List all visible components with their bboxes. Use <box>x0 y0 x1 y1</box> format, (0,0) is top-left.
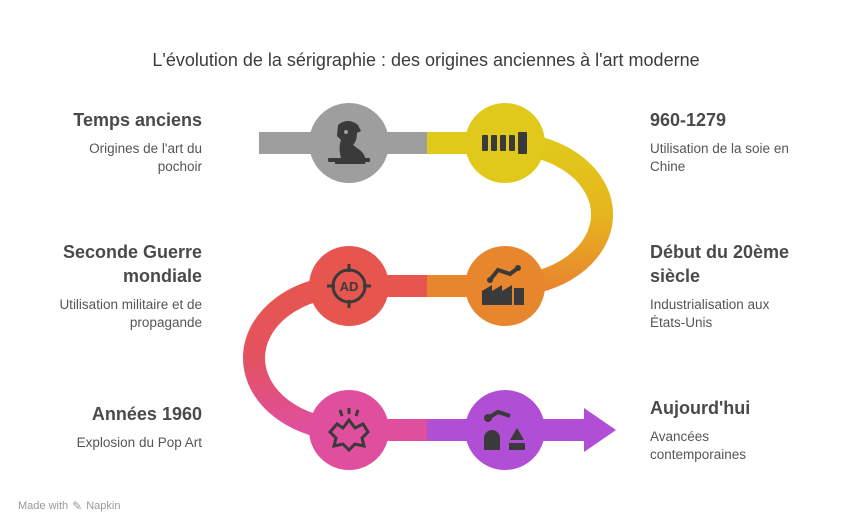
stage-heading: Temps anciens <box>73 110 202 130</box>
pop-explosion-icon <box>327 408 370 453</box>
stage-label-war: Seconde Guerre mondiale Utilisation mili… <box>2 240 202 332</box>
stage-label-silk: 960-1279 Utilisation de la soie en Chine <box>650 108 850 176</box>
made-with-text: Made with <box>18 500 69 512</box>
stage-circle-industrial <box>465 246 545 326</box>
silk-roll-icon <box>482 132 527 154</box>
stage-heading: Aujourd'hui <box>650 398 751 418</box>
stage-label-industrial: Début du 20ème siècle Industrialisation … <box>650 240 850 332</box>
robot-arm-shapes-icon <box>484 409 525 450</box>
stage-circle-war <box>309 246 389 326</box>
page-title: L'évolution de la sérigraphie : des orig… <box>152 50 700 70</box>
svg-text:AD: AD <box>340 279 359 294</box>
ancient-sphinx-icon <box>328 121 370 164</box>
stage-description: Avancées contemporaines <box>650 429 747 462</box>
path-arrowhead <box>584 408 616 452</box>
stage-description: Origines de l'art du pochoir <box>89 141 202 174</box>
stage-description: Utilisation de la soie en Chine <box>650 141 789 174</box>
factory-robot-arm-icon <box>482 265 524 305</box>
stage-heading: Années 1960 <box>91 404 202 424</box>
stage-description: Utilisation militaire et de propagande <box>59 297 202 330</box>
stage-heading: Début du 20ème siècle <box>650 242 790 286</box>
stage-label-popart: Années 1960 Explosion du Pop Art <box>2 402 202 452</box>
stage-description: Explosion du Pop Art <box>76 435 202 450</box>
stage-label-ancient: Temps anciens Origines de l'art du pocho… <box>2 108 202 176</box>
stage-heading: Seconde Guerre mondiale <box>62 242 202 286</box>
napkin-brand: Napkin <box>86 500 121 512</box>
stage-heading: 960-1279 <box>650 110 727 130</box>
made-with-footer: Made with ✎ Napkin <box>18 499 120 513</box>
stage-description: Industrialisation aux États-Unis <box>650 297 770 330</box>
path-curve-left <box>243 275 350 441</box>
stage-label-today: Aujourd'hui Avancées contemporaines <box>650 396 850 464</box>
stage-circle-popart <box>309 390 389 470</box>
napkin-logo-icon: ✎ <box>72 499 83 513</box>
ad-target-icon: AD <box>327 264 371 308</box>
path-curve-right <box>504 132 614 297</box>
stage-circle-today <box>465 390 545 470</box>
